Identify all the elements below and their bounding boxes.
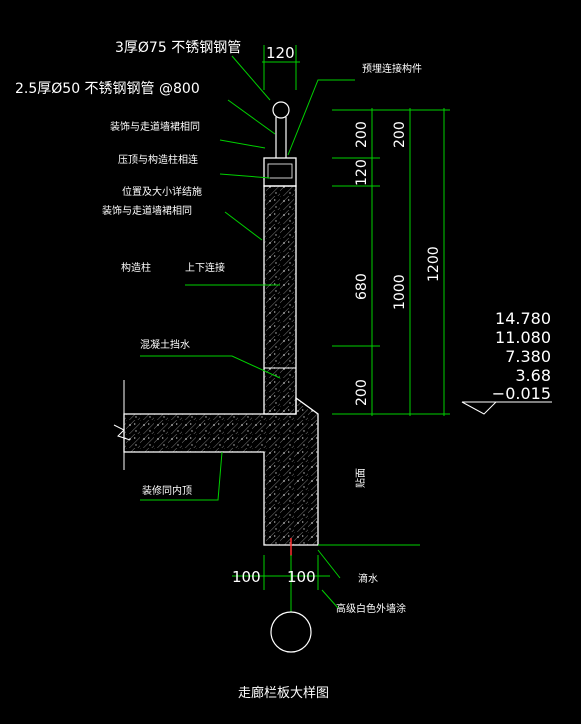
label-pipe-top: 3厚Ø75 不锈钢钢管 [115, 40, 241, 56]
axis-bubble [270, 611, 312, 653]
dim-left-680: 680 [354, 273, 370, 300]
annotation-labels: 3厚Ø75 不锈钢钢管 2.5厚Ø50 不锈钢钢管 @800 预埋连接构件 装饰… [15, 40, 422, 701]
parapet-wall [263, 185, 297, 415]
label-ceiling: 装修同内顶 [142, 484, 192, 497]
dimension-lines [232, 45, 552, 653]
label-pipe-mid: 2.5厚Ø50 不锈钢钢管 @800 [15, 81, 200, 97]
dim-left-120: 120 [354, 159, 370, 186]
dimension-texts: 120 200 120 680 200 200 1000 1200 100 10… [232, 44, 442, 586]
label-finish1: 装饰与走道墙裙相同 [110, 120, 200, 133]
dim-mid-200: 200 [392, 121, 408, 148]
elevation-value: −0.015 [492, 384, 551, 403]
label-finish2: 装饰与走道墙裙相同 [102, 204, 192, 217]
label-coping: 压顶与构造柱相连 [118, 153, 198, 166]
dim-right-1200: 1200 [426, 246, 442, 282]
elevation-value: 7.380 [505, 347, 551, 366]
label-column: 构造柱 [121, 261, 151, 274]
structure [113, 101, 319, 556]
label-paint: 高级白色外墙涂 [336, 602, 406, 615]
dim-left-200b: 200 [354, 379, 370, 406]
label-position: 位置及大小详结施 [122, 185, 202, 198]
dim-top-width: 120 [266, 44, 295, 62]
dim-left-200: 200 [354, 121, 370, 148]
leader-lines [140, 55, 355, 609]
elevation-value: 3.68 [515, 366, 551, 385]
elevation-value: 11.080 [495, 328, 551, 347]
label-facing: 贴面 [354, 468, 367, 488]
dim-bottom-100b: 100 [287, 568, 316, 586]
label-concrete-water: 混凝土挡水 [140, 338, 190, 351]
label-embedded: 预埋连接构件 [362, 62, 422, 75]
floor-slab [123, 396, 319, 546]
handrail-pipe-icon [272, 101, 290, 119]
label-updown: 上下连接 [185, 261, 225, 274]
drawing-title: 走廊栏板大样图 [238, 685, 329, 701]
elevation-value: 14.780 [495, 309, 551, 328]
dim-mid-1000: 1000 [392, 274, 408, 310]
elevation-list: 14.780 11.080 7.380 3.68 −0.015 [492, 309, 551, 403]
label-drip: 滴水 [358, 572, 378, 585]
dim-bottom-100a: 100 [232, 568, 261, 586]
elevation-symbol-icon [461, 401, 552, 415]
coping [263, 157, 297, 187]
